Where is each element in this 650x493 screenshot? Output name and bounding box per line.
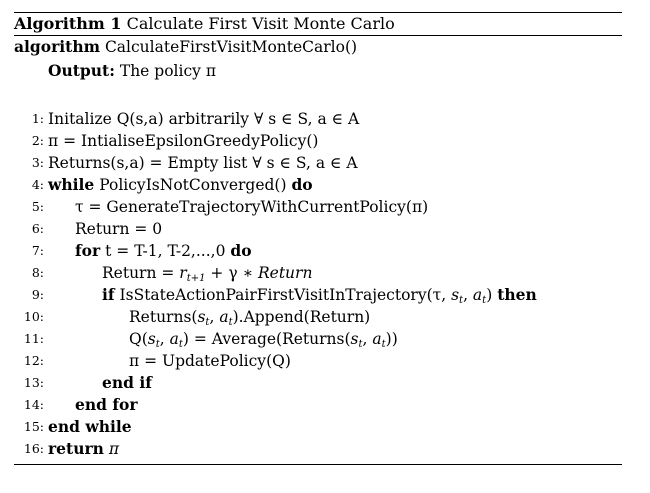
line-code: Returns(s,a) = Empty list ∀ s ∈ S, a ∈ A <box>48 154 358 172</box>
code-line-7: 7: for t = T-1, T-2,...,0 do <box>14 240 622 262</box>
code-line-16: 16: return π <box>14 438 622 460</box>
line-code: π <box>108 440 120 458</box>
code-line-3: 3: Returns(s,a) = Empty list ∀ s ∈ S, a … <box>14 152 622 174</box>
line-code: Returns(st, at).Append(Return) <box>129 308 371 328</box>
keyword: end for <box>75 395 138 414</box>
algorithm-output: Output: The policy π <box>48 60 650 82</box>
code-line-15: 15: end while <box>14 416 622 438</box>
caption-label: Algorithm 1 <box>14 14 122 33</box>
keyword: end while <box>48 417 132 436</box>
line-number: 9: <box>31 287 44 302</box>
line-number: 5: <box>31 199 44 214</box>
line-code: Q(st, at) = Average(Returns(st, at)) <box>129 330 398 350</box>
output-text: The policy π <box>119 62 217 80</box>
keyword: do <box>291 175 313 194</box>
line-number: 3: <box>31 155 44 170</box>
keyword: return <box>48 439 104 458</box>
line-code: Initalize Q(s,a) arbitrarily ∀ s ∈ S, a … <box>48 110 360 128</box>
algorithm-keyword: algorithm <box>14 37 100 56</box>
line-code: Return = rt+1 + γ ∗ Return <box>102 264 313 284</box>
line-number: 15: <box>23 419 44 434</box>
line-number: 8: <box>31 265 44 280</box>
line-code: IsStateActionPairFirstVisitInTrajectory(… <box>119 286 493 306</box>
line-code: π = IntialiseEpsilonGreedyPolicy() <box>48 132 319 150</box>
line-code: PolicyIsNotConverged() <box>99 176 287 194</box>
algorithm-signature: algorithm CalculateFirstVisitMonteCarlo(… <box>14 36 622 58</box>
top-rule <box>14 12 622 13</box>
code-line-10: 10: Returns(st, at).Append(Return) <box>14 306 622 328</box>
code-line-11: 11: Q(st, at) = Average(Returns(st, at)) <box>14 328 622 350</box>
caption-rule <box>14 35 622 36</box>
line-code: Return = 0 <box>75 220 163 238</box>
line-number: 2: <box>31 133 44 148</box>
keyword: end if <box>102 373 152 392</box>
line-number: 12: <box>23 353 44 368</box>
line-number: 16: <box>23 441 44 456</box>
keyword: for <box>75 241 101 260</box>
code-line-12: 12: π = UpdatePolicy(Q) <box>14 350 622 372</box>
keyword: do <box>230 241 252 260</box>
line-code: τ = GenerateTrajectoryWithCurrentPolicy(… <box>75 198 429 216</box>
code-line-9: 9: if IsStateActionPairFirstVisitInTraje… <box>14 284 622 306</box>
code-line-8: 8: Return = rt+1 + γ ∗ Return <box>14 262 622 284</box>
code-line-13: 13: end if <box>14 372 622 394</box>
keyword: then <box>497 285 537 304</box>
code-line-14: 14: end for <box>14 394 622 416</box>
code-line-5: 5: τ = GenerateTrajectoryWithCurrentPoli… <box>14 196 622 218</box>
line-number: 1: <box>31 111 44 126</box>
line-number: 6: <box>31 221 44 236</box>
code-line-4: 4: while PolicyIsNotConverged() do <box>14 174 622 196</box>
keyword: if <box>102 285 115 304</box>
line-number: 13: <box>23 375 44 390</box>
line-code: t = T-1, T-2,...,0 <box>105 242 226 260</box>
bottom-rule <box>14 464 622 465</box>
output-label: Output: <box>48 61 115 80</box>
algorithm-caption: Algorithm 1 Calculate First Visit Monte … <box>14 13 622 35</box>
line-number: 7: <box>31 243 44 258</box>
line-number: 11: <box>23 331 44 346</box>
line-number: 4: <box>31 177 44 192</box>
code-line-2: 2: π = IntialiseEpsilonGreedyPolicy() <box>14 130 622 152</box>
algorithm-block: Algorithm 1 Calculate First Visit Monte … <box>14 12 622 465</box>
algorithm-name: CalculateFirstVisitMonteCarlo() <box>104 38 358 56</box>
line-number: 10: <box>23 309 44 324</box>
code-line-6: 6: Return = 0 <box>14 218 622 240</box>
line-number: 14: <box>23 397 44 412</box>
line-code: π = UpdatePolicy(Q) <box>129 352 291 370</box>
code-line-1: 1: Initalize Q(s,a) arbitrarily ∀ s ∈ S,… <box>14 108 622 130</box>
keyword: while <box>48 175 95 194</box>
caption-title: Calculate First Visit Monte Carlo <box>126 14 395 33</box>
